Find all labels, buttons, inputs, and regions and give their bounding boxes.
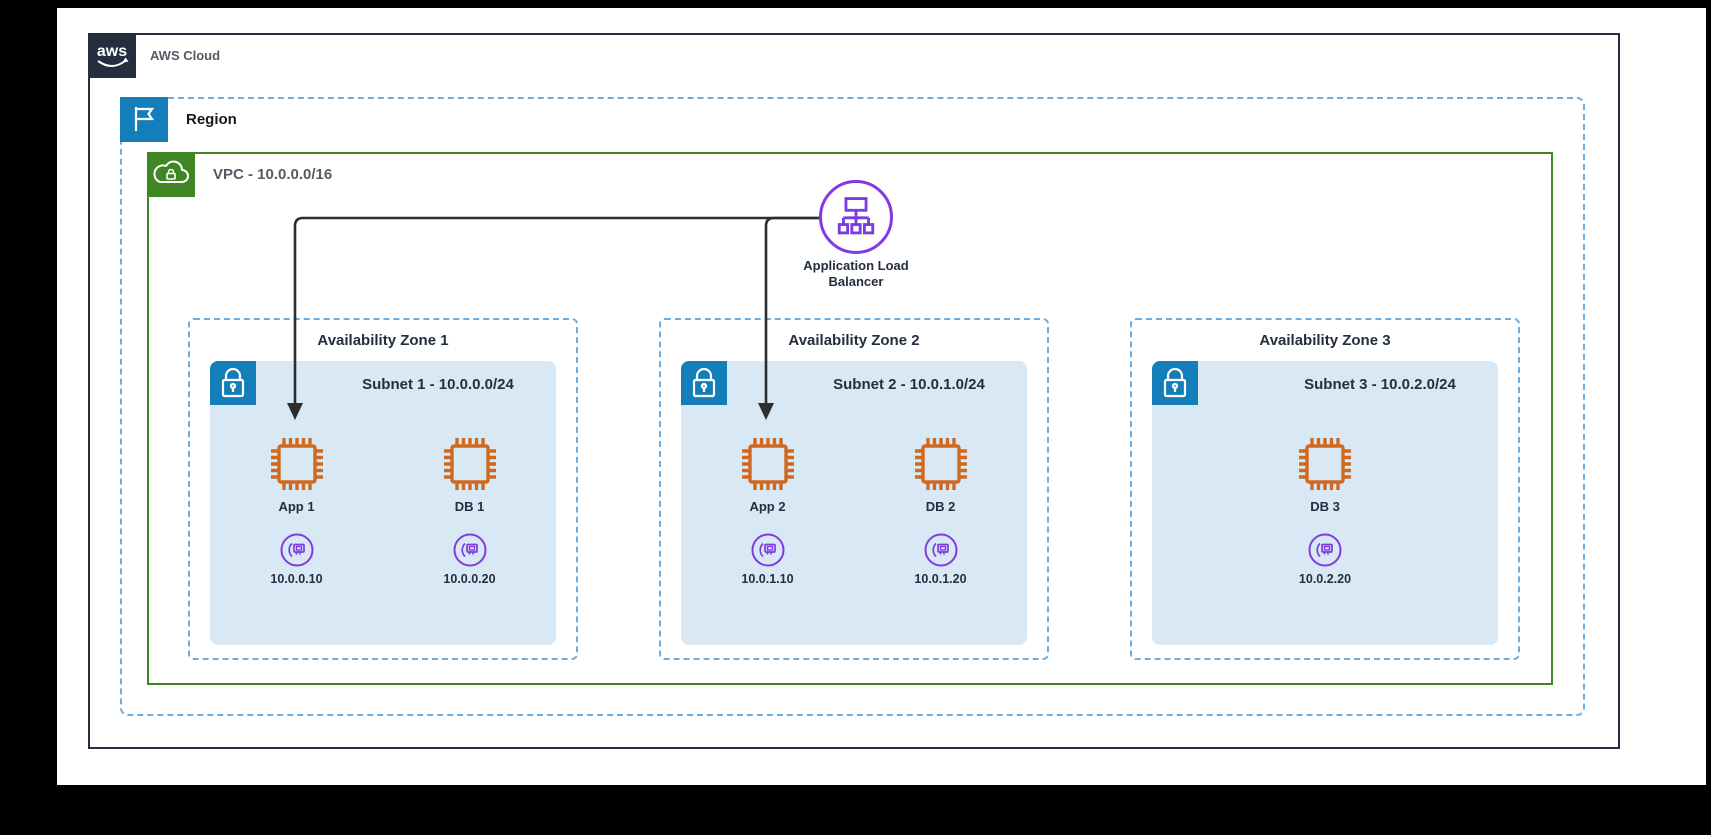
region-group: Region [120, 97, 1585, 716]
availability-zone-3: Availability Zone 3 Subnet 3 - 10.0.2.0/… [1130, 318, 1520, 660]
instance-app-1: App 1 10.0.0.10 [210, 433, 383, 586]
instance-ip: 10.0.2.20 [1298, 572, 1352, 586]
vpc-group: VPC - 10.0.0.0/16 [147, 152, 1553, 685]
vpc-label: VPC - 10.0.0.0/16 [213, 166, 333, 183]
diagram-canvas: aws AWS Cloud Region [57, 8, 1706, 785]
subnet-3: Subnet 3 - 10.0.2.0/24 DB 3 [1152, 361, 1498, 645]
availability-zone-2: Availability Zone 2 Subnet 2 - 10.0.1.0/… [659, 318, 1049, 660]
instance-name: DB 3 [1310, 499, 1340, 514]
lock-icon [681, 361, 727, 405]
network-card-icon [924, 533, 957, 567]
az1-title: Availability Zone 1 [317, 332, 449, 349]
instance-db-2: DB 2 10.0.1.20 [854, 433, 1027, 586]
availability-zone-1: Availability Zone 1 Subnet 1 - 10.0.0.0/… [188, 318, 578, 660]
instance-app-2: App 2 10.0.1.10 [681, 433, 854, 586]
instance-ip: 10.0.0.10 [270, 572, 323, 586]
aws-cloud-group: aws AWS Cloud [88, 33, 1620, 749]
subnet-3-instances: DB 3 10.0.2.20 [1152, 433, 1498, 586]
subnet-2-label: Subnet 2 - 10.0.1.0/24 [833, 376, 985, 393]
chip-icon [1299, 438, 1351, 490]
subnet-1-instances: App 1 10.0.0.10 [210, 433, 556, 586]
aws-cloud-label: AWS Cloud [150, 48, 221, 63]
region-label: Region [186, 111, 237, 128]
aws-logo: aws [88, 33, 136, 78]
load-balancer-tree-icon [837, 197, 875, 235]
instance-ip: 10.0.1.20 [914, 572, 967, 586]
instance-ip: 10.0.0.20 [443, 572, 496, 586]
subnet-1-label: Subnet 1 - 10.0.0.0/24 [362, 376, 514, 393]
network-card-icon [453, 533, 486, 567]
instance-name: DB 2 [925, 499, 956, 514]
instance-name: App 1 [278, 499, 315, 514]
instance-name: DB 1 [454, 499, 485, 514]
instance-ip: 10.0.1.10 [741, 572, 794, 586]
network-card-icon [280, 533, 313, 567]
az3-title: Availability Zone 3 [1259, 332, 1391, 349]
lock-icon [210, 361, 256, 405]
instance-db-1: DB 1 10.0.0.20 [383, 433, 556, 586]
subnet-1: Subnet 1 - 10.0.0.0/24 App [210, 361, 556, 645]
lock-icon [1152, 361, 1198, 405]
subnet-2: Subnet 2 - 10.0.1.0/24 App [681, 361, 1027, 645]
cloud-lock-icon [147, 152, 195, 197]
instance-name: App 2 [749, 499, 786, 514]
chip-icon [741, 438, 794, 490]
subnet-2-instances: App 2 10.0.1.10 [681, 433, 1027, 586]
application-load-balancer-node [819, 180, 893, 254]
flag-icon [120, 97, 168, 142]
network-card-icon [751, 533, 784, 567]
az2-title: Availability Zone 2 [788, 332, 920, 349]
chip-icon [914, 438, 967, 490]
alb-label: Application Load Balancer [803, 258, 909, 290]
subnet-3-label: Subnet 3 - 10.0.2.0/24 [1304, 376, 1456, 393]
chip-icon [443, 438, 496, 490]
instance-db-3: DB 3 10.0.2.20 [1152, 433, 1498, 586]
chip-icon [270, 438, 323, 490]
svg-text:aws: aws [97, 43, 127, 60]
network-card-icon [1308, 533, 1342, 567]
